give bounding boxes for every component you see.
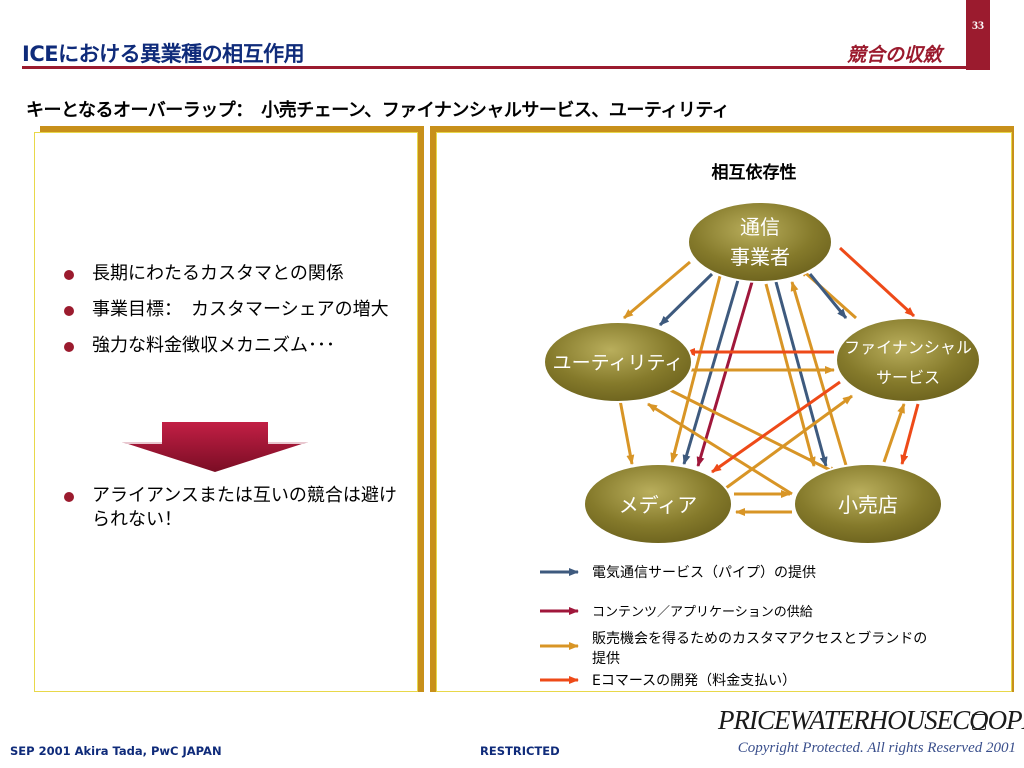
node-telecom-label-2: 事業者: [730, 245, 790, 269]
page-title: ICEにおける異業種の相互作用: [22, 42, 305, 66]
arrow-crimson: [696, 281, 754, 467]
footer-copyright: Copyright Protected. All rights Reserved…: [737, 740, 1016, 756]
down-arrow-icon: [122, 422, 308, 472]
section-label: 競合の収斂: [846, 44, 942, 66]
interdependence-diagram: 相互依存性 通信 事業者: [540, 162, 981, 689]
arrow-gold: [618, 399, 635, 465]
slide-subtitle: キーとなるオーバーラップ： 小売チェーン、ファイナンシャルサービス、ユーティリテ…: [26, 100, 730, 121]
arrow-gold: [665, 386, 839, 476]
node-utility-label: ユーティリティ: [553, 352, 684, 374]
left-panel: [34, 132, 418, 692]
node-media: メディア: [583, 463, 733, 545]
arrow-gold: [882, 403, 906, 463]
arrow-blue: [658, 272, 714, 327]
bullet-item: 長期にわたるカスタマとの関係: [62, 262, 398, 286]
legend-label-line-2: 提供: [592, 651, 620, 667]
arrow-blue: [808, 273, 848, 319]
arrow-orange: [838, 246, 916, 318]
bullet-list-top: 長期にわたるカスタマとの関係 事業目標： カスタマーシェアの増大 強力な料金徴収…: [62, 262, 398, 370]
pwc-logo-mark-icon: [972, 714, 986, 730]
bullet-list-bottom: アライアンスまたは互いの競合は避けられない！: [62, 484, 398, 544]
bullet-item: アライアンスまたは互いの競合は避けられない！: [62, 484, 398, 532]
page-number: 33: [966, 0, 990, 70]
bullet-item: 強力な料金徴収メカニズム･･･: [62, 334, 398, 358]
footer-date: SEP 2001 Akira Tada, PwC JAPAN: [10, 744, 222, 758]
legend-label-line-1: 販売機会を得るためのカスタマアクセスとブランドの: [592, 630, 927, 647]
arrow-gold: [647, 402, 793, 496]
pwc-logo: PRICEWATERHOUSECOOPERS: [718, 705, 1024, 735]
node-telecom-label-1: 通信: [740, 215, 780, 239]
node-utility: ユーティリティ: [543, 321, 693, 403]
legend-label: Eコマースの開発（料金支払い）: [592, 673, 796, 689]
node-retail: 小売店: [793, 463, 943, 545]
footer-restricted: RESTRICTED: [480, 744, 560, 758]
arrow-gold: [725, 394, 853, 490]
arrow-orange: [711, 380, 841, 474]
bullet-item: 事業目標： カスタマーシェアの増大: [62, 298, 398, 322]
arrow-gold: [790, 281, 850, 473]
diagram-title: 相互依存性: [712, 162, 797, 183]
arrows: [618, 246, 920, 516]
arrow-orange: [900, 403, 920, 465]
arrow-blue: [774, 281, 828, 467]
arrow-gold: [764, 283, 816, 467]
node-telecom: 通信 事業者: [687, 201, 833, 283]
arrow-gold: [799, 266, 857, 320]
node-financial: ファイナンシャル サービス: [835, 317, 981, 403]
legend-label: 電気通信サービス（パイプ）の提供: [592, 565, 816, 581]
legend-label: コンテンツ／アプリケーションの供給: [592, 605, 813, 620]
node-financial-label-1: ファイナンシャル: [844, 338, 972, 357]
node-financial-label-2: サービス: [876, 368, 940, 387]
title-rule: [22, 66, 990, 69]
legend: 電気通信サービス（パイプ）の提供 コンテンツ／アプリケーションの供給 販売機会を…: [540, 565, 927, 689]
arrow-gold: [623, 260, 691, 320]
node-retail-label: 小売店: [838, 493, 898, 517]
node-media-label: メディア: [619, 493, 698, 517]
